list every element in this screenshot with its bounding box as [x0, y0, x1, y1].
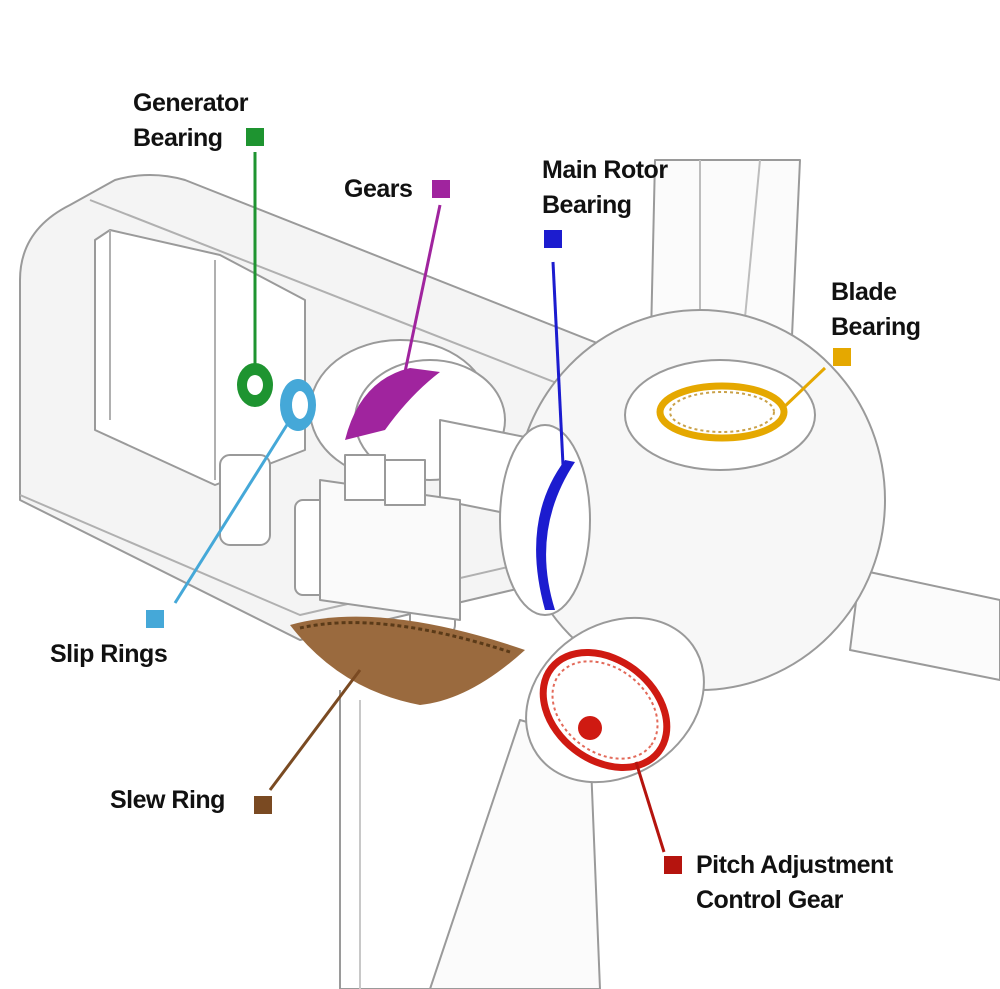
pitch-adjustment-label-line2: Control Gear: [696, 886, 843, 914]
main-rotor-bearing-swatch: [544, 230, 562, 248]
gears-label: Gears: [344, 172, 413, 207]
pitch-adjustment-label: Pitch Adjustment Control Gear: [696, 848, 893, 918]
slip-rings-label-line1: Slip Rings: [50, 640, 168, 668]
slew-ring-label: Slew Ring: [110, 783, 225, 818]
blade-bearing-label-line1: Blade: [831, 278, 897, 306]
blade-bearing-label-line2: Bearing: [831, 313, 921, 341]
gears-leader: [403, 204, 442, 373]
right-blade: [849, 569, 1000, 681]
gears-swatch: [432, 180, 450, 198]
pitch-adjustment-leader: [634, 761, 666, 853]
generator-bearing-label: Generator Bearing: [133, 86, 248, 156]
pitch-adjustment-swatch: [664, 856, 682, 874]
blade-bearing-leader: [781, 366, 827, 410]
pitch-adjustment-gear-part: [539, 649, 671, 771]
slip-rings-label: Slip Rings: [50, 637, 168, 672]
slew-ring-leader: [268, 669, 362, 791]
main-rotor-bearing-label-line2: Bearing: [542, 191, 632, 219]
slip-rings-leader: [173, 419, 292, 604]
main-rotor-bearing-label: Main Rotor Bearing: [542, 153, 668, 223]
generator-bearing-label-line1: Generator: [133, 89, 248, 117]
gears-part: [345, 368, 440, 440]
main-rotor-bearing-part: [536, 460, 575, 610]
blade-bearing-label: Blade Bearing: [831, 275, 921, 345]
gears-label-line1: Gears: [344, 175, 413, 203]
blade-bearing-swatch: [833, 348, 851, 366]
generator-bearing-swatch: [246, 128, 264, 146]
generator-bearing-part: [237, 363, 273, 407]
main-rotor-bearing-leader: [551, 261, 565, 466]
slip-rings-part: [280, 379, 316, 431]
blade-bearing-part: [656, 382, 788, 442]
generator: [94, 229, 306, 486]
pitch-adjustment-label-line1: Pitch Adjustment: [696, 851, 893, 879]
main-rotor-bearing-label-line1: Main Rotor: [542, 156, 668, 184]
slew-ring-part: [290, 616, 525, 705]
slew-ring-swatch: [254, 796, 272, 814]
slew-ring-label-line1: Slew Ring: [110, 786, 225, 814]
slip-rings-swatch: [146, 610, 164, 628]
generator-bearing-label-line2: Bearing: [133, 124, 223, 152]
